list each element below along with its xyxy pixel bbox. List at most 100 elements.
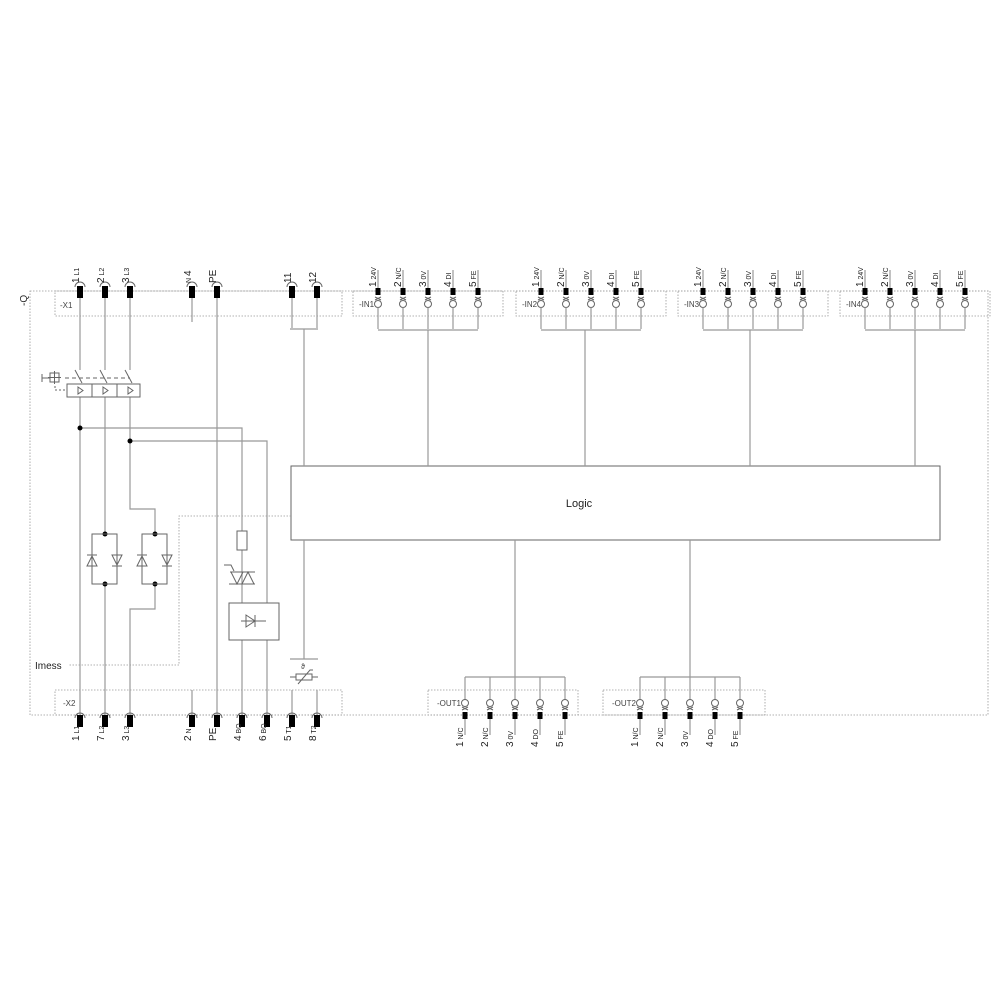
x1-terminal-label: 11 — [283, 272, 294, 283]
input-terminal-cross — [774, 296, 782, 301]
input-terminal-label: 3 0V — [743, 271, 754, 287]
x1-terminal-2-block — [102, 286, 108, 298]
x2-terminal-7-block — [264, 715, 270, 727]
input-terminal-cross — [724, 296, 732, 301]
x2-terminal-2-block — [102, 715, 108, 727]
x2-terminal-label: 8 T2 — [308, 725, 319, 741]
input-terminal-cross — [424, 296, 432, 301]
input-terminal-cross — [699, 296, 707, 301]
x2-terminal-1-arc — [74, 712, 86, 719]
output-terminal-circle — [461, 699, 469, 707]
input-terminal-circle — [612, 300, 620, 308]
x2-label: -X2 — [63, 699, 76, 708]
output-terminal-label: 3 0V — [680, 731, 691, 747]
x2-terminal-1-block — [77, 715, 83, 727]
x2-terminal-label: 6 BO — [258, 723, 269, 741]
output-terminal-block — [637, 712, 643, 719]
input-terminal-cross — [399, 296, 407, 301]
output-terminal-cross — [686, 706, 694, 711]
output-terminal-block — [712, 712, 718, 719]
input-terminal-cross — [587, 296, 595, 301]
output-terminal-block — [687, 712, 693, 719]
output-module-box — [427, 689, 579, 716]
x2-terminal-5-block — [214, 715, 220, 727]
input-terminal-cross — [961, 296, 969, 301]
x2-terminal-4-arc — [186, 712, 198, 719]
logic-block — [290, 465, 941, 541]
output-terminal-circle — [536, 699, 544, 707]
x1-terminal-label: PE — [208, 269, 219, 283]
input-module-label: -IN1 — [359, 300, 375, 309]
x1-terminal-5-block — [214, 286, 220, 298]
x1-terminal-5-arc — [211, 281, 223, 288]
input-terminal-label: 3 0V — [418, 271, 429, 287]
junction-dots — [77, 425, 158, 587]
x2-terminal-6-arc — [236, 712, 248, 719]
input-module-label: -IN4 — [846, 300, 862, 309]
input-terminal-block — [638, 288, 644, 295]
input-terminal-circle — [637, 300, 645, 308]
x2-terminal-6-block — [239, 715, 245, 727]
fuse-symbol — [236, 530, 248, 551]
x1-terminal-6-arc — [286, 281, 298, 288]
output-terminal-cross — [561, 706, 569, 711]
power-wiring — [79, 298, 318, 715]
input-terminal-label: 1 24V — [855, 267, 866, 287]
input-terminal-block — [613, 288, 619, 295]
input-terminal-cross — [537, 296, 545, 301]
input-terminal-cross — [749, 296, 757, 301]
input-terminal-circle — [562, 300, 570, 308]
x2-connector-box — [54, 689, 343, 716]
x2-terminal-label: 2 N — [183, 728, 194, 741]
input-terminal-label: 1 24V — [368, 267, 379, 287]
input-terminal-block — [937, 288, 943, 295]
x2-terminal-3-arc — [124, 712, 136, 719]
output-terminal-cross — [461, 706, 469, 711]
x1-terminal-1-block — [77, 286, 83, 298]
output-terminal-block — [537, 712, 543, 719]
output-terminal-cross — [736, 706, 744, 711]
input-terminal-label: 3 0V — [905, 271, 916, 287]
device-label: -Q — [19, 295, 30, 306]
x2-terminal-8-block — [289, 715, 295, 727]
input-terminal-block — [862, 288, 868, 295]
x1-terminal-4-arc — [186, 281, 198, 288]
x2-terminal-label: 3 L3 — [121, 726, 132, 741]
input-terminal-cross — [449, 296, 457, 301]
output-terminal-label: 4 DO — [530, 728, 541, 747]
x2-terminal-9-arc — [311, 712, 323, 719]
input-terminal-label: 3 0V — [581, 271, 592, 287]
x1-terminal-label: 12 — [308, 271, 319, 283]
input-terminal-cross — [799, 296, 807, 301]
x2-terminal-3-block — [127, 715, 133, 727]
x1-terminal-7-arc — [311, 281, 323, 288]
x1-terminal-3-arc — [124, 281, 136, 288]
output-module-label: -OUT2 — [612, 699, 637, 708]
output-terminal-cross — [536, 706, 544, 711]
output-terminal-cross — [711, 706, 719, 711]
input-terminal-block — [912, 288, 918, 295]
input-terminal-label: 2 N/C — [556, 267, 567, 287]
input-terminal-block — [450, 288, 456, 295]
output-terminal-circle — [711, 699, 719, 707]
x2-terminal-label: 4 BO — [233, 723, 244, 741]
triac-symbol — [224, 564, 255, 586]
output-terminal-block — [662, 712, 668, 719]
output-terminal-circle — [636, 699, 644, 707]
imess-label: Imess — [35, 661, 62, 672]
input-terminal-label: 4 DI — [606, 272, 617, 287]
output-terminal-circle — [686, 699, 694, 707]
circuit-breaker-symbol — [41, 369, 141, 398]
input-terminal-circle — [537, 300, 545, 308]
output-terminal-block — [512, 712, 518, 719]
output-terminal-label: 3 0V — [505, 731, 516, 747]
rectifier-block — [228, 602, 280, 641]
input-terminal-block — [775, 288, 781, 295]
input-terminal-cross — [374, 296, 382, 301]
thermistor-symbol — [290, 669, 318, 685]
x1-terminal-label: 1 L1 — [71, 268, 82, 283]
input-terminal-cross — [637, 296, 645, 301]
output-module-label: -OUT1 — [437, 699, 462, 708]
input-terminal-cross — [612, 296, 620, 301]
